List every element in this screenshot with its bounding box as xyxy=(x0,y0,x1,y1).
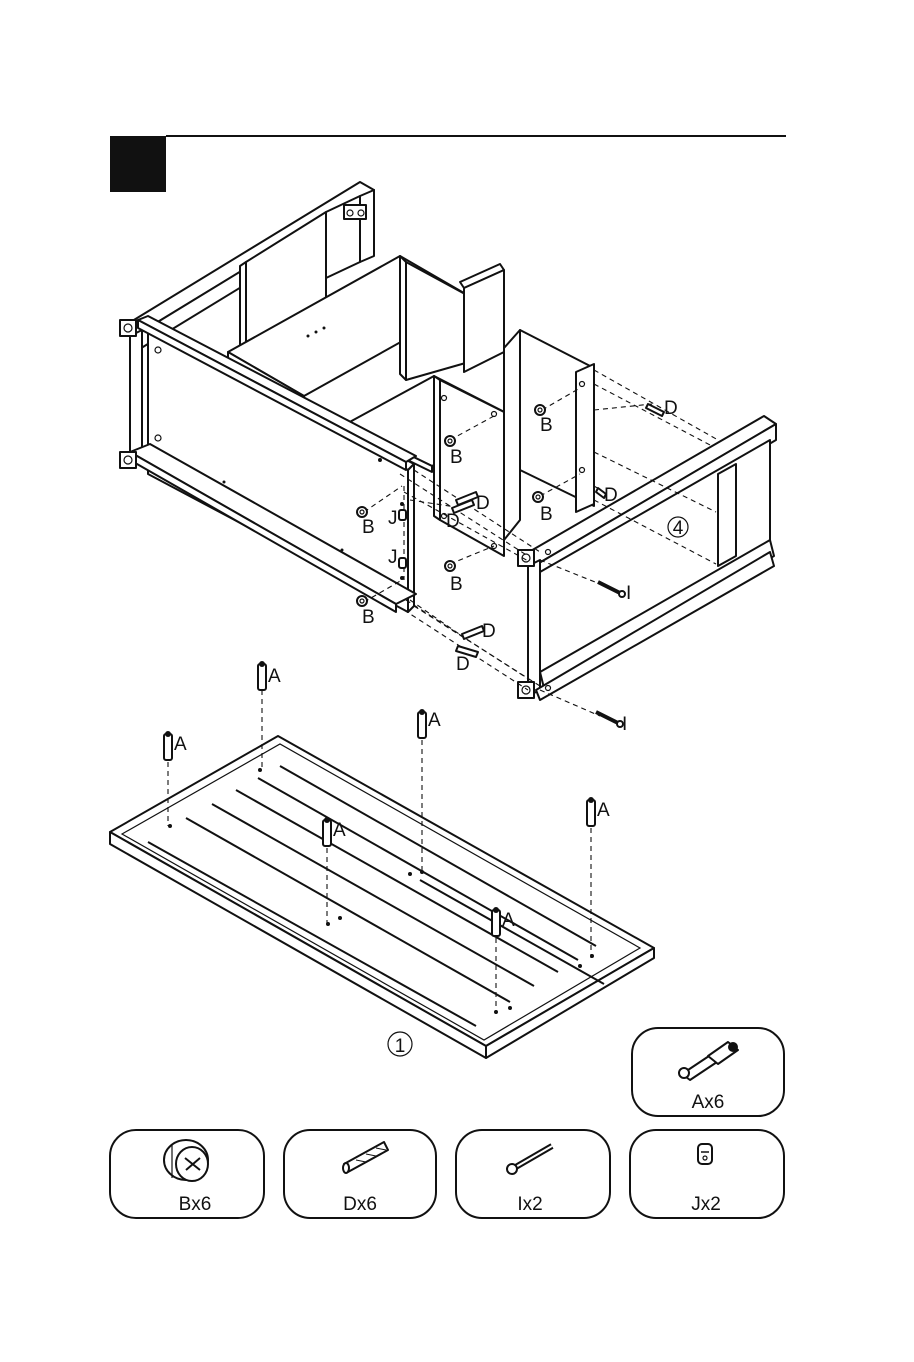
label-b: B xyxy=(450,447,463,468)
back-left-post xyxy=(130,330,142,466)
step-number-box xyxy=(110,136,166,192)
label-b: B xyxy=(540,415,553,436)
hardware-qty-b: Bx6 xyxy=(179,1194,212,1215)
hardware-card-i: Ix2 xyxy=(456,1130,610,1218)
hardware-qty-i: Ix2 xyxy=(517,1194,542,1215)
bottom-panel-number: 1 xyxy=(395,1036,406,1057)
label-j: J xyxy=(388,508,398,529)
hardware-legend: Ax6 Bx6 Dx6 xyxy=(110,1028,784,1218)
label-d: D xyxy=(476,493,490,514)
label-a: A xyxy=(428,710,441,731)
barrel-nut-icon xyxy=(698,1144,712,1164)
bottom-panel-1: 1 xyxy=(110,736,654,1058)
upper-frame-assembly xyxy=(120,182,594,612)
right-upright xyxy=(504,330,520,540)
label-i: I xyxy=(626,583,631,604)
label-b: B xyxy=(450,574,463,595)
label-a: A xyxy=(333,820,346,841)
label-i: I xyxy=(622,714,627,735)
label-d: D xyxy=(664,398,678,419)
label-d: D xyxy=(446,511,460,532)
label-a: A xyxy=(268,666,281,687)
hardware-qty-j: Jx2 xyxy=(691,1194,721,1215)
label-b: B xyxy=(362,607,375,628)
hardware-card-j: Jx2 xyxy=(630,1130,784,1218)
hardware-qty-d: Dx6 xyxy=(343,1194,377,1215)
label-d: D xyxy=(604,485,618,506)
label-b: B xyxy=(362,517,375,538)
step-header xyxy=(110,136,786,192)
label-d: D xyxy=(482,621,496,642)
label-a: A xyxy=(597,800,610,821)
label-d: D xyxy=(456,654,470,675)
label-a: A xyxy=(174,734,187,755)
hardware-qty-a: Ax6 xyxy=(692,1092,725,1113)
side-panel-number: 4 xyxy=(673,518,684,539)
hardware-card-a: Ax6 xyxy=(632,1028,784,1116)
back-right-post xyxy=(360,190,374,262)
label-b: B xyxy=(540,504,553,525)
label-a: A xyxy=(502,910,515,931)
cam-lock-icon xyxy=(164,1140,208,1181)
hardware-card-d: Dx6 xyxy=(284,1130,436,1218)
label-j: J xyxy=(388,547,398,568)
hardware-card-b: Bx6 xyxy=(110,1130,264,1218)
